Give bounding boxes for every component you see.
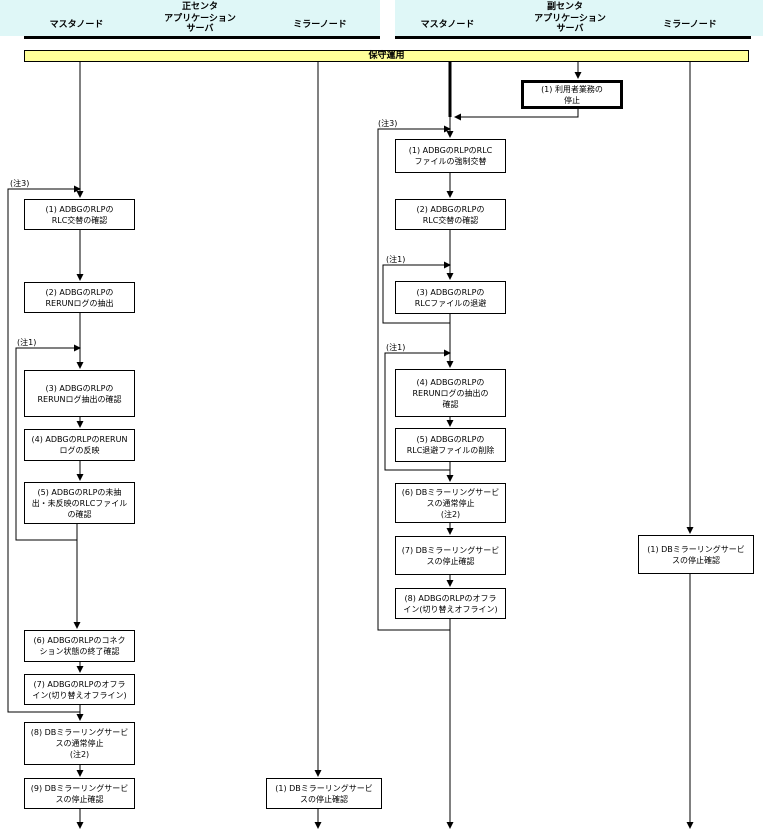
secondary-step-2: (2) ADBGのRLPの RLC交替の確認 — [395, 199, 506, 230]
secondary-center-header-bg — [395, 0, 763, 36]
primary-step-6: (6) ADBGのRLPのコネク ション状態の終了確認 — [24, 630, 135, 662]
secondary-note-3: (注3) — [378, 119, 398, 128]
secondary-step-1: (1) ADBGのRLPのRLC ファイルの強制交替 — [395, 139, 506, 173]
secondary-app-step-1: (1) 利用者業務の 停止 — [521, 80, 623, 109]
primary-note-1: (注1) — [17, 338, 37, 347]
primary-step-9: (9) DBミラーリングサービ スの停止確認 — [24, 778, 135, 809]
secondary-mirror-node-label: ミラーノード — [663, 20, 717, 30]
secondary-mirror-step-1: (1) DBミラーリングサービ スの停止確認 — [638, 535, 754, 574]
primary-center-title: 正センタ — [181, 2, 218, 12]
primary-step-3: (3) ADBGのRLPの RERUNログ抽出の確認 — [24, 370, 135, 417]
primary-step-8: (8) DBミラーリングサービ スの通常停止 (注2) — [24, 722, 135, 765]
primary-note-3: (注3) — [10, 179, 30, 188]
primary-center-header-bg — [0, 0, 380, 36]
primary-mirror-step-1: (1) DBミラーリングサービ スの停止確認 — [266, 778, 382, 809]
primary-step-7: (7) ADBGのRLPのオフラ イン(切り替えオフライン) — [24, 674, 135, 705]
primary-step-4: (4) ADBGのRLPのRERUN ログの反映 — [24, 429, 135, 461]
primary-app-server-label: アプリケーション サーバ — [164, 14, 236, 34]
secondary-center-title: 副センタ — [546, 2, 583, 12]
secondary-step-3: (3) ADBGのRLPの RLCファイルの退避 — [395, 281, 506, 314]
secondary-step-6: (6) DBミラーリングサービ スの通常停止 (注2) — [395, 483, 506, 523]
secondary-step-8: (8) ADBGのRLPのオフラ イン(切り替えオフライン) — [395, 588, 506, 619]
secondary-header-rule — [395, 36, 751, 39]
primary-step-5: (5) ADBGのRLPの未抽 出・未反映のRLCファイル の確認 — [24, 482, 135, 524]
secondary-step-5: (5) ADBGのRLPの RLC退避ファイルの削除 — [395, 428, 506, 462]
primary-step-1: (1) ADBGのRLPの RLC交替の確認 — [24, 199, 135, 230]
primary-header-rule — [24, 36, 380, 39]
primary-mirror-node-label: ミラーノード — [293, 20, 347, 30]
primary-step-2: (2) ADBGのRLPの RERUNログの抽出 — [24, 282, 135, 313]
secondary-step-4: (4) ADBGのRLPの RERUNログの抽出の 確認 — [395, 369, 506, 417]
secondary-note-1a: (注1) — [386, 255, 406, 264]
secondary-master-node-label: マスタノード — [420, 20, 475, 30]
secondary-note-1b: (注1) — [386, 343, 406, 352]
maintenance-operation-banner: 保守運用 — [24, 50, 749, 62]
secondary-step-7: (7) DBミラーリングサービ スの停止確認 — [395, 536, 506, 575]
primary-master-node-label: マスタノード — [49, 20, 104, 30]
secondary-app-server-label: アプリケーション サーバ — [534, 14, 606, 34]
